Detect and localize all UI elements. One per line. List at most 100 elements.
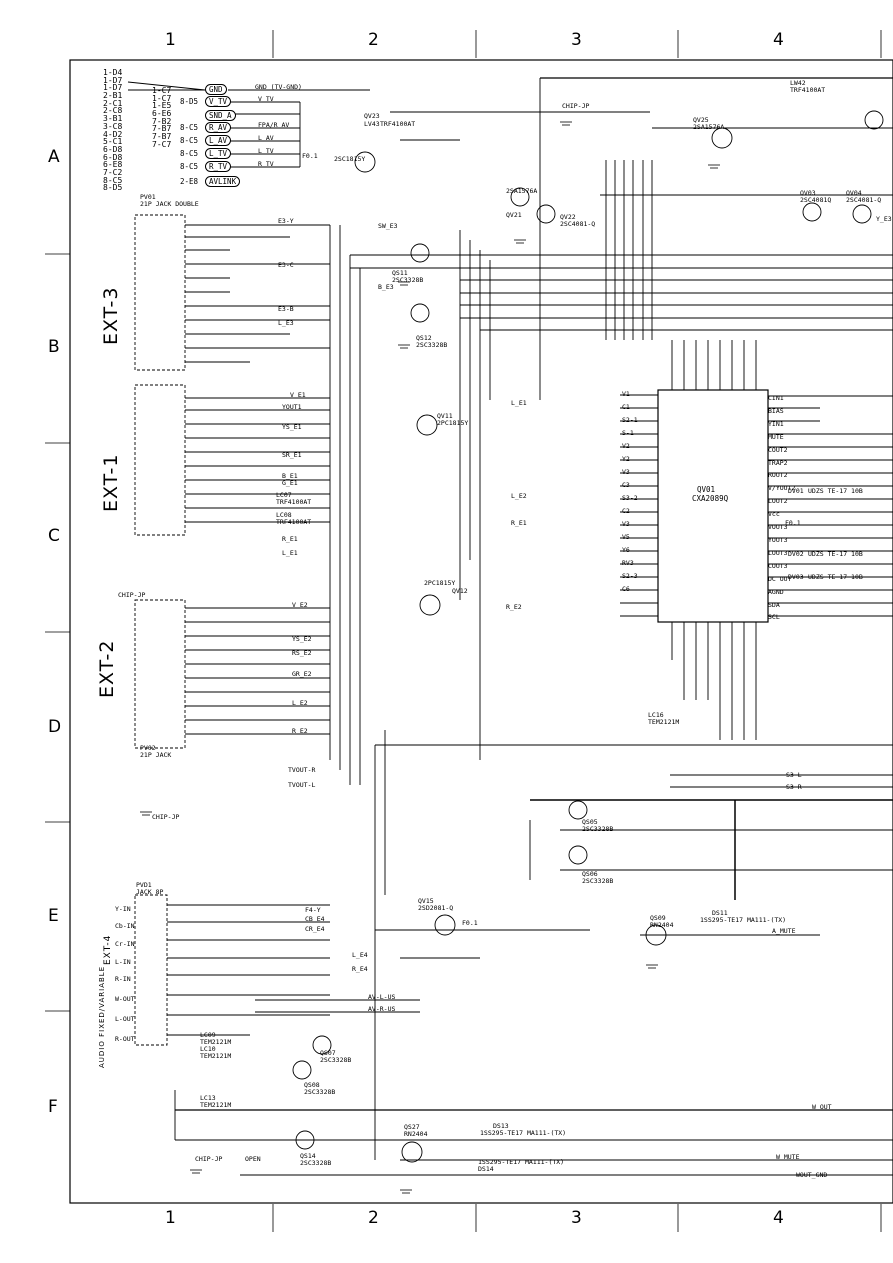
connector-pvd1-desc: JACK 8P — [136, 888, 164, 896]
connector-pv02-desc: 21P JACK — [140, 751, 172, 759]
signal-ref-rav: 8-C5 — [180, 123, 199, 132]
transistor-qs07-part: 2SC3328B — [320, 1056, 352, 1064]
inductor-lc09-ref: LC09 — [200, 1031, 216, 1039]
transistor-qs27-part: RN2404 — [404, 1130, 428, 1138]
transistor-qv12-part: 2PC1815Y — [424, 579, 456, 587]
net-g-e1: G_E1 — [282, 479, 298, 487]
net-w-out: W_OUT — [812, 1103, 832, 1111]
column-label-4: 4 — [773, 30, 784, 50]
connector-gnd: GND — [205, 84, 227, 95]
transistor-qv22-part: 2SC4081-Q — [560, 220, 596, 228]
transistor-qs07-ref: QS07 — [320, 1049, 336, 1057]
bus-label-ltv: L_TV — [258, 147, 274, 155]
section-ext3: EXT-3 — [100, 286, 122, 346]
ext4-pin-r-in: R-IN — [115, 975, 131, 983]
net-l-e2-ic: L_E2 — [511, 492, 527, 500]
transistor-qs12-part: 2SC3328B — [416, 341, 448, 349]
signal-ref-ltv: 8-C5 — [180, 149, 199, 158]
transistor-qs06-ref: QS06 — [582, 870, 598, 878]
net-r-e1-ic: R_E1 — [511, 519, 527, 527]
transistor-qs05-ref: QS05 — [582, 818, 598, 826]
diode-ds14-part: 1SS295-TE17 MA111-(TX) — [478, 1158, 565, 1166]
signal-ref-lav: 8-C5 — [180, 136, 199, 145]
signal-connector-rtv: R_TV — [205, 161, 232, 172]
bus-label-vtv: V_TV — [258, 95, 274, 103]
transistor-qv04-part: 2SC4081-Q — [846, 196, 882, 204]
net-e3-y: E3-Y — [278, 217, 294, 225]
signal-ref-vtv: 8-D5 — [180, 97, 199, 106]
transistor-qs11-ref: QS11 — [392, 269, 408, 277]
bus-label-fpa: FPA/R_AV — [258, 121, 290, 129]
inductor-lc16-part: TEM2121M — [648, 718, 680, 726]
diode-ds13-ref: DS13 — [493, 1122, 509, 1130]
transistor-qs09-part: RN2404 — [650, 921, 674, 929]
net-v-e1: V_E1 — [290, 391, 306, 399]
net-l-e4: L_E4 — [352, 951, 368, 959]
transistor-qv04-ref: QV04 — [846, 189, 862, 197]
frame — [45, 30, 893, 1232]
ground-symbols — [140, 121, 720, 1194]
transistor-qs14-part: 2SC3328B — [300, 1159, 332, 1167]
transistor-qs14-ref: QS14 — [300, 1152, 316, 1160]
signal-connector-vtv: V_TV — [205, 96, 232, 107]
net-ys-e2: YS_E2 — [292, 635, 312, 643]
bus-label-rtv: R_TV — [258, 160, 274, 168]
transistor-qv15-part: 2SD2081-Q — [418, 904, 454, 912]
column-label-4-bottom: 4 — [773, 1208, 784, 1228]
ext4-pin-cb-in: Cb-IN — [115, 922, 135, 930]
open-label: OPEN — [245, 1155, 261, 1163]
inductor-lc10-ref: LC10 — [200, 1045, 216, 1053]
inductor-lw42-ref: LW42 — [790, 79, 806, 87]
net-l-e3: L_E3 — [278, 319, 294, 327]
section-ext2: EXT-2 — [96, 639, 118, 699]
net-sw-e3: SW_E3 — [378, 222, 398, 230]
row-label-c: C — [48, 526, 60, 546]
net-tvout-l: TVOUT-L — [288, 781, 316, 789]
inductor-lc13-part: TEM2121M — [200, 1101, 232, 1109]
net-tvout-r: TVOUT-R — [288, 766, 316, 774]
fuse-label-2: F0.1 — [785, 519, 801, 527]
fuse-label-3: F0.1 — [462, 919, 478, 927]
transistor-qv11-ref: QV11 — [437, 412, 453, 420]
net-cr-e4: CR_E4 — [305, 925, 325, 933]
inductor-lc07-part: TRF4100AT — [276, 498, 312, 506]
transistor-qv22-ref: QV22 — [560, 213, 576, 221]
column-label-2-bottom: 2 — [368, 1208, 379, 1228]
chip-jp-label-2: CHIP-JP — [152, 813, 180, 821]
net-s3-l: S3-L — [786, 771, 802, 779]
transistor-qv23-part: 2SC1815Y — [334, 155, 366, 163]
diode-dv02-ref: DV02 — [788, 550, 804, 558]
transistor-qs11-part: 2SC3328B — [392, 276, 424, 284]
wiring — [127, 77, 893, 1176]
connector-pvd1-ref: PVD1 — [136, 881, 152, 889]
signal-ref-rtv: 8-C5 — [180, 162, 199, 171]
connector-snd-a: SND_A — [205, 110, 236, 121]
ext4-pin-l-in: L-IN — [115, 958, 131, 966]
chip-jp-label-1: CHIP-JP — [118, 591, 146, 599]
inductor-lw42-part: TRF4100AT — [790, 86, 826, 94]
signal-connector-ltv: L_TV — [205, 148, 232, 159]
column-label-1: 1 — [165, 30, 176, 50]
net-r-e2-ic: R_E2 — [506, 603, 522, 611]
transistor-qv21-ref: QV21 — [506, 211, 522, 219]
net-f4-y: F4-Y — [305, 906, 321, 914]
diode-ds14-ref: DS14 — [478, 1165, 494, 1173]
row-label-f: F — [48, 1097, 58, 1117]
signal-ref-avlink: 2-E8 — [180, 177, 199, 186]
net-b-e1: B_E1 — [282, 472, 298, 480]
chip-jp-label-4: CHIP-JP — [562, 102, 590, 110]
net-b-e3: B_E3 — [378, 283, 394, 291]
net-s3-r: S3-R — [786, 783, 802, 791]
transistor-qv15-ref: QV15 — [418, 897, 434, 905]
transistor-qs08-part: 2SC3328B — [304, 1088, 336, 1096]
inductor-lc13-ref: LC13 — [200, 1094, 216, 1102]
ext4-pin-l-out: L-OUT — [115, 1015, 135, 1023]
transistor-qv03-part: 2SC4081Q — [800, 196, 832, 204]
section-audio: AUDIO FIXED/VARIABLE — [98, 965, 106, 1068]
chip-jp-label-3: CHIP-JP — [195, 1155, 223, 1163]
inductor-lc07-ref: LC07 — [276, 491, 292, 499]
ic-ref: QV01 — [697, 485, 716, 494]
net-l-e1-left: L_E1 — [282, 549, 298, 557]
